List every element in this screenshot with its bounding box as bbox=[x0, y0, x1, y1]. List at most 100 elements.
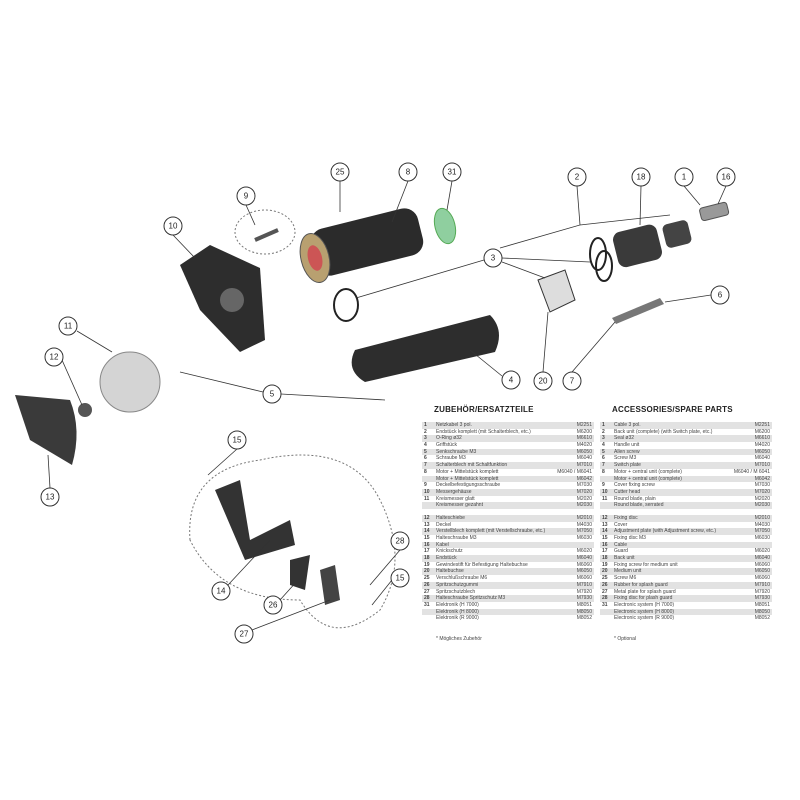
part-description: Spritzschutzblech bbox=[436, 588, 476, 595]
part-code: M6042 bbox=[754, 475, 770, 482]
part-number: 10 bbox=[424, 488, 430, 495]
callout-number: 16 bbox=[722, 173, 731, 182]
part-cable-1 bbox=[699, 201, 730, 222]
part-number: 9 bbox=[602, 482, 605, 489]
part-number: 31 bbox=[424, 601, 430, 608]
callout-number: 31 bbox=[448, 168, 457, 177]
part-code: M4030 bbox=[754, 521, 770, 528]
callout-marker: 15 bbox=[227, 430, 247, 450]
part-description: Endstück bbox=[436, 555, 457, 562]
part-number: 27 bbox=[424, 588, 430, 595]
part-number bbox=[600, 615, 614, 622]
part-code: M7920 bbox=[576, 588, 592, 595]
callout-marker: 26 bbox=[263, 595, 283, 615]
part-code: M7050 bbox=[754, 528, 770, 535]
callout-circle bbox=[567, 167, 587, 187]
part-number: 2 bbox=[602, 428, 605, 435]
part-number: 8 bbox=[602, 468, 605, 475]
part-code: M4020 bbox=[754, 442, 770, 449]
callout-number: 3 bbox=[491, 254, 496, 263]
part-number: 15 bbox=[602, 535, 608, 541]
part-code: M6040 bbox=[576, 555, 592, 562]
callout-circle bbox=[631, 167, 651, 187]
part-description: Spritzschutzgummi bbox=[436, 581, 479, 588]
table-row: 15 Fixing disc M3 M6030 bbox=[600, 535, 772, 542]
part-number: 6 bbox=[602, 455, 605, 462]
part-number: 2 bbox=[424, 428, 427, 435]
callout-number: 9 bbox=[244, 192, 249, 201]
part-code: M6200 bbox=[754, 428, 770, 435]
callout-circle bbox=[330, 162, 350, 182]
part-number: 8 bbox=[424, 468, 427, 475]
callout-circle bbox=[163, 216, 183, 236]
callout-circle bbox=[44, 347, 64, 367]
part-description: Metal plate for splash guard bbox=[614, 588, 676, 595]
part-description: Halteschiebe bbox=[436, 514, 465, 521]
part-number bbox=[422, 502, 436, 509]
part-description: Seal ø32 bbox=[614, 435, 635, 442]
callout-marker: 11 bbox=[58, 316, 78, 336]
callout-circle bbox=[58, 316, 78, 336]
callout-circle bbox=[483, 248, 503, 268]
callout-circle bbox=[710, 285, 730, 305]
part-description: Halteschraube M3 bbox=[436, 535, 477, 541]
part-fixing-disc-12 bbox=[78, 403, 92, 417]
callout-marker: 1 bbox=[674, 167, 694, 187]
part-code: M7910 bbox=[576, 581, 592, 588]
part-switch-plate-7 bbox=[612, 298, 664, 324]
callout-marker: 31 bbox=[442, 162, 462, 182]
table-row: Electronic system (H 8000)M8050 bbox=[600, 608, 772, 616]
callout-circle bbox=[262, 384, 282, 404]
callout-circle bbox=[227, 430, 247, 450]
callout-circle bbox=[716, 167, 736, 187]
part-description: Elektronik (H 7000) bbox=[436, 601, 479, 608]
part-code: M6050 bbox=[576, 568, 592, 575]
callout-number: 20 bbox=[539, 377, 548, 386]
part-number: 3 bbox=[602, 435, 605, 442]
part-number: 16 bbox=[424, 541, 430, 548]
part-code: M6050 bbox=[576, 448, 592, 455]
part-description: Fixing disc bbox=[614, 514, 638, 521]
callout-circle bbox=[40, 487, 60, 507]
part-code: M6030 bbox=[754, 535, 770, 541]
part-code: M6050 bbox=[754, 448, 770, 455]
part-round-blade-11 bbox=[99, 351, 161, 413]
table-row: Electronic system (R 9000)M8052 bbox=[600, 615, 772, 622]
part-description: Cable 3 pol. bbox=[614, 422, 641, 428]
part-number bbox=[600, 502, 614, 509]
callout-number: 18 bbox=[637, 173, 646, 182]
part-number: 14 bbox=[602, 528, 608, 535]
callout-marker: 3 bbox=[483, 248, 503, 268]
part-description: Motor + Mittelstück komplett bbox=[436, 475, 499, 482]
part-code: M2251 bbox=[754, 422, 770, 428]
part-number: 4 bbox=[602, 442, 605, 449]
part-code: M6030 bbox=[576, 535, 592, 541]
part-number: 5 bbox=[424, 448, 427, 455]
part-number: 27 bbox=[602, 588, 608, 595]
part-code: M7050 bbox=[576, 528, 592, 535]
part-description: Fixing disc M3 bbox=[614, 535, 646, 541]
part-code: M2010 bbox=[576, 514, 592, 521]
callout-number: 28 bbox=[396, 537, 405, 546]
callout-circle bbox=[390, 531, 410, 551]
part-description: Handle unit bbox=[614, 442, 640, 449]
